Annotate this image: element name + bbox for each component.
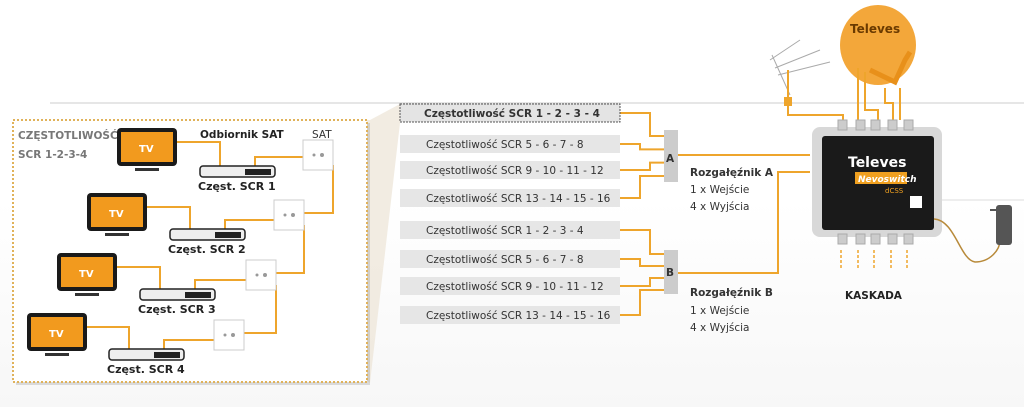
tv-label: TV bbox=[79, 269, 94, 280]
subscriber-row: TV Częst. SCR 4 bbox=[27, 313, 245, 376]
frequency-bar: Częstotliwość SCR 9 - 10 - 11 - 12 bbox=[400, 277, 664, 295]
multiswitch-product: Nevoswitch bbox=[858, 175, 917, 185]
frequency-bar: Częstotliwość SCR 9 - 10 - 11 - 12 bbox=[400, 161, 664, 179]
sat-header: SAT bbox=[312, 129, 332, 141]
splitter-a-letter: A bbox=[666, 153, 675, 165]
splitter-b-name: Rozgałęźnik B bbox=[690, 287, 773, 299]
satellite-dish: Televes bbox=[840, 5, 916, 120]
splitter-a-outputs: 4 x Wyjścia bbox=[690, 201, 750, 213]
splitter-b-letter: B bbox=[666, 267, 674, 279]
receiver-label: Częst. SCR 3 bbox=[138, 303, 216, 316]
frequency-bar: Częstotliwość SCR 1 - 2 - 3 - 4 bbox=[399, 103, 664, 137]
frequency-bar-label: Częstotliwość SCR 1 - 2 - 3 - 4 bbox=[424, 108, 600, 120]
splitter-a bbox=[664, 130, 678, 182]
wall-outlet-icon bbox=[273, 199, 305, 231]
frequency-bar: Częstotliwość SCR 13 - 14 - 15 - 16 bbox=[400, 175, 664, 207]
subscriber-row: TV Częst. SCR 1 bbox=[117, 128, 334, 214]
frequency-bar-label: Częstotliwość SCR 13 - 14 - 15 - 16 bbox=[426, 310, 611, 322]
wall-outlet-icon bbox=[213, 319, 245, 351]
frequency-bar-label: Częstotliwość SCR 13 - 14 - 15 - 16 bbox=[426, 193, 611, 205]
wire-b bbox=[678, 171, 810, 274]
multiswitch-model: dCSS bbox=[885, 187, 904, 195]
splitter-b-outputs: 4 x Wyjścia bbox=[690, 322, 750, 334]
receiver-header: Odbiornik SAT bbox=[200, 129, 285, 141]
frequency-bar: Częstotliwość SCR 1 - 2 - 3 - 4 bbox=[400, 221, 664, 255]
multiswitch: Televes Nevoswitch dCSS bbox=[812, 119, 942, 270]
tv-label: TV bbox=[139, 144, 154, 155]
receiver-label: Częst. SCR 2 bbox=[168, 243, 246, 256]
subscriber-row: TV Częst. SCR 3 bbox=[57, 253, 277, 334]
frequency-bar-label: Częstotliwość SCR 5 - 6 - 7 - 8 bbox=[426, 139, 584, 151]
frequency-bar-label: Częstotliwość SCR 9 - 10 - 11 - 12 bbox=[426, 165, 604, 177]
splitter-a-inputs: 1 x Wejście bbox=[690, 184, 749, 196]
frequency-bar-label: Częstotliwość SCR 1 - 2 - 3 - 4 bbox=[426, 225, 584, 237]
receiver-label: Częst. SCR 4 bbox=[107, 363, 185, 376]
dish-brand: Televes bbox=[850, 22, 900, 36]
frequency-bar: Częstotliwość SCR 13 - 14 - 15 - 16 bbox=[400, 289, 664, 324]
cascade-label: KASKADA bbox=[845, 290, 903, 302]
splitter-a-name: Rozgałęźnik A bbox=[690, 167, 774, 179]
wall-outlet-icon bbox=[302, 139, 334, 171]
tv-label: TV bbox=[109, 209, 124, 220]
splitter-b-inputs: 1 x Wejście bbox=[690, 305, 749, 317]
splitter-b bbox=[664, 250, 678, 294]
multiswitch-brand: Televes bbox=[848, 155, 906, 171]
frequency-bar: Częstotliwość SCR 5 - 6 - 7 - 8 bbox=[400, 250, 664, 268]
wall-outlet-icon bbox=[245, 259, 277, 291]
subscriber-row: TV Częst. SCR 2 bbox=[87, 193, 305, 274]
receiver-label: Częst. SCR 1 bbox=[198, 180, 276, 193]
panel-subtitle: SCR 1-2-3-4 bbox=[18, 149, 87, 161]
frequency-bar: Częstotliwość SCR 5 - 6 - 7 - 8 bbox=[400, 135, 664, 153]
frequency-bar-label: Częstotliwość SCR 5 - 6 - 7 - 8 bbox=[426, 254, 584, 266]
panel-title: CZĘSTOTLIWOŚĆ bbox=[18, 129, 118, 142]
tv-label: TV bbox=[49, 329, 64, 340]
power-adapter bbox=[933, 205, 1012, 263]
terrestrial-antenna bbox=[769, 39, 844, 120]
frequency-bar-label: Częstotliwość SCR 9 - 10 - 11 - 12 bbox=[426, 281, 604, 293]
